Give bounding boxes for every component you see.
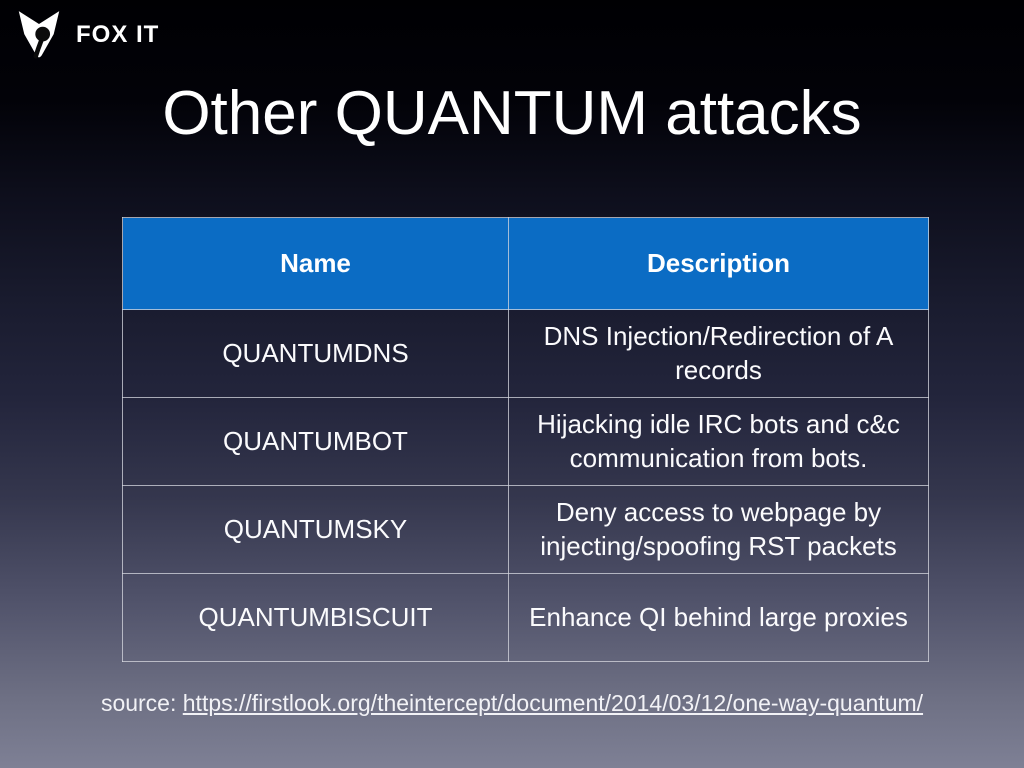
- attack-description: DNS Injection/Redirection of A records: [508, 309, 929, 398]
- table-row: QUANTUMSKY Deny access to webpage by inj…: [122, 485, 929, 574]
- attack-name: QUANTUMBOT: [122, 397, 509, 486]
- fox-it-logo: FOX IT: [16, 10, 159, 60]
- column-header-description: Description: [508, 217, 929, 310]
- attack-description: Enhance QI behind large proxies: [508, 573, 929, 662]
- source-line: source: https://firstlook.org/theinterce…: [0, 690, 1024, 717]
- attack-description: Hijacking idle IRC bots and c&c communic…: [508, 397, 929, 486]
- brand-name: FOX IT: [76, 21, 160, 48]
- attack-name: QUANTUMDNS: [122, 309, 509, 398]
- quantum-attacks-table: Name Description QUANTUMDNS DNS Injectio…: [122, 217, 929, 662]
- fox-head-icon: [16, 10, 62, 60]
- table-row: QUANTUMBOT Hijacking idle IRC bots and c…: [122, 397, 929, 486]
- table-row: QUANTUMBISCUIT Enhance QI behind large p…: [122, 573, 929, 662]
- attack-name: QUANTUMSKY: [122, 485, 509, 574]
- attack-name: QUANTUMBISCUIT: [122, 573, 509, 662]
- source-label: source:: [100, 690, 177, 716]
- table-row: QUANTUMDNS DNS Injection/Redirection of …: [122, 309, 929, 398]
- attack-description: Deny access to webpage by injecting/spoo…: [508, 485, 929, 574]
- column-header-name: Name: [122, 217, 509, 310]
- source-url-link[interactable]: https://firstlook.org/theintercept/docum…: [182, 690, 924, 716]
- slide-title: Other QUANTUM attacks: [162, 79, 862, 148]
- table-header-row: Name Description: [122, 217, 929, 310]
